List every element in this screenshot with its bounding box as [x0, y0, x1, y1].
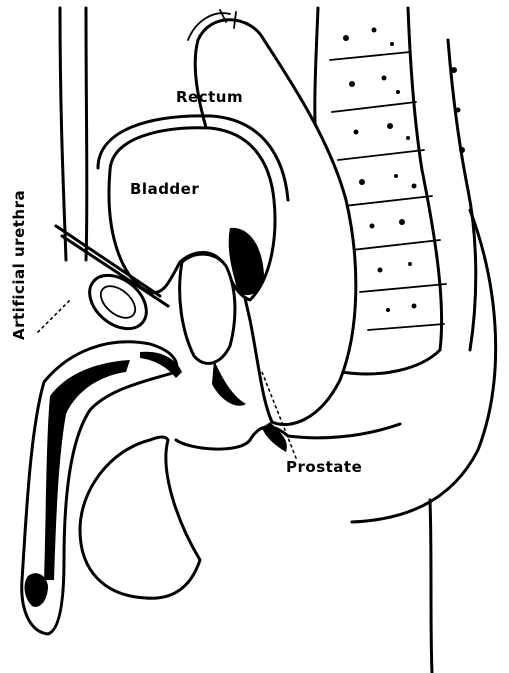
label-rectum: Rectum	[176, 88, 243, 106]
label-bladder: Bladder	[130, 180, 199, 198]
label-prostate: Prostate	[286, 458, 362, 476]
scrotum	[80, 437, 250, 598]
label-artificial-urethra: Artificial urethra	[10, 190, 28, 340]
